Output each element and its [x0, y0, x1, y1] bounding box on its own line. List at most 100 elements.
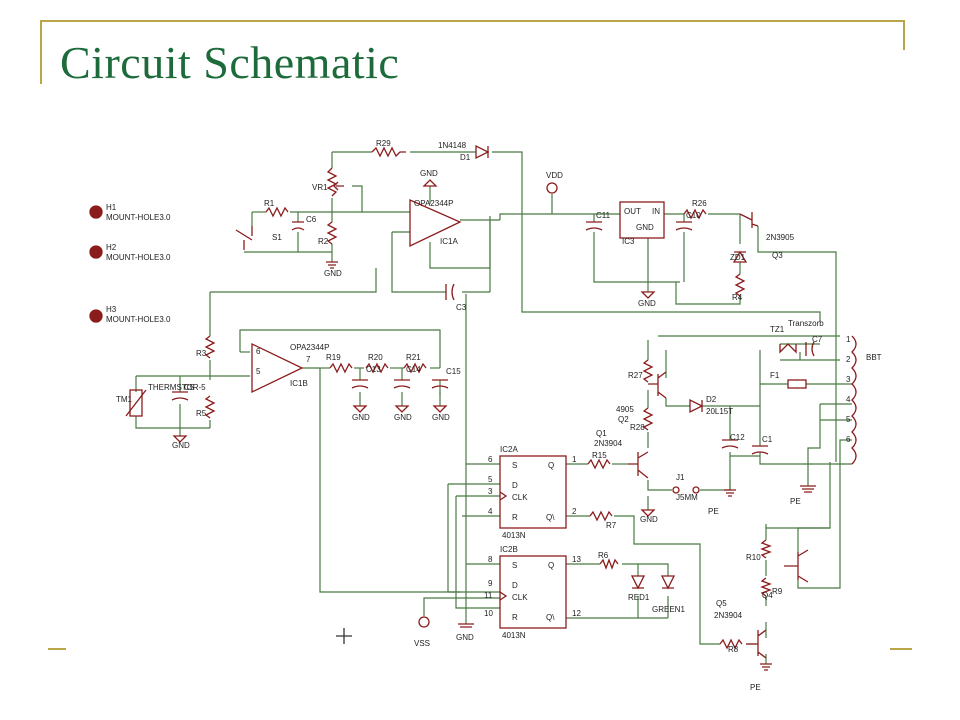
label-r29: R29	[376, 139, 391, 148]
label-q5: Q5	[716, 599, 727, 608]
jumper-j1	[672, 486, 680, 494]
label-r5: R5	[196, 409, 207, 418]
label-h1: H1	[106, 203, 117, 212]
label-h3: H3	[106, 305, 117, 314]
resistor-r9	[760, 577, 772, 597]
label-ic2a-pin1: 1	[572, 455, 577, 464]
label-r19: R19	[326, 353, 341, 362]
label-tz1: TZ1	[770, 325, 785, 334]
label-out: OUT	[624, 207, 641, 216]
label-gnd-5: GND	[352, 413, 370, 422]
label-opa-top: OPA2344P	[414, 199, 453, 208]
label-ic2b-pin13: 13	[572, 555, 581, 564]
labels: H1 MOUNT-HOLE3.0 H2 MOUNT-HOLE3.0 H3 MOU…	[106, 139, 882, 692]
label-c14: C14	[406, 365, 421, 374]
label-ic2b-d: D	[512, 581, 518, 590]
flipflop-ic2b	[499, 555, 567, 629]
label-c12: C12	[730, 433, 745, 442]
transzorb-tz1	[779, 343, 797, 354]
label-q1-value: 2N3904	[594, 439, 623, 448]
label-ic2b-pin8: 8	[488, 555, 493, 564]
label-ic2a: IC2A	[500, 445, 518, 454]
label-ic2a-q: Q	[548, 461, 554, 470]
label-q5-value: 2N3904	[714, 611, 743, 620]
label-c6: C6	[306, 215, 317, 224]
label-ic3: IC3	[622, 237, 635, 246]
label-r4: R4	[732, 293, 743, 302]
label-q2: Q2	[618, 415, 629, 424]
label-r20: R20	[368, 353, 383, 362]
label-tm1: TM1	[116, 395, 133, 404]
wires	[135, 151, 852, 664]
label-thermistor: THERMSTOR-5	[148, 383, 206, 392]
label-j1: J1	[676, 473, 685, 482]
label-c11: C11	[596, 211, 611, 220]
label-ic2a-pin4: 4	[488, 507, 493, 516]
label-c15: C15	[446, 367, 461, 376]
label-pin-6: 6	[256, 347, 261, 356]
label-ic2b-r: R	[512, 613, 518, 622]
transistor-q2	[648, 371, 667, 399]
label-vr1: VR1	[312, 183, 328, 192]
label-c3: C3	[456, 303, 467, 312]
resistor-r1	[265, 206, 289, 218]
label-h2-value: MOUNT-HOLE3.0	[106, 253, 171, 262]
resistor-r15	[587, 458, 611, 470]
capacitor-c7	[805, 341, 815, 357]
resistor-r29	[371, 146, 406, 158]
label-r6: R6	[598, 551, 609, 560]
resistor-r27	[642, 359, 654, 383]
slide-title: Circuit Schematic	[60, 37, 400, 88]
label-ic2a-pin5: 5	[488, 475, 493, 484]
label-transzorb: Transzorb	[788, 319, 824, 328]
resistor-r10	[760, 539, 772, 559]
label-bbt: BBT	[866, 353, 882, 362]
label-q4: Q4	[762, 591, 773, 600]
label-c5: C5	[184, 383, 195, 392]
label-r9: R9	[772, 587, 783, 596]
label-green1: GREEN1	[652, 605, 685, 614]
resistor-r20	[365, 362, 389, 374]
resistor-r7	[589, 510, 613, 522]
thermistor-tm1	[129, 389, 143, 417]
components	[89, 144, 857, 671]
label-c7: C7	[812, 335, 823, 344]
label-gnd-7: GND	[432, 413, 450, 422]
label-bbt-2: 2	[846, 355, 851, 364]
label-pe-1: PE	[708, 507, 719, 516]
label-ic2a-d: D	[512, 481, 518, 490]
label-ic2a-qn: Q\	[546, 513, 555, 522]
label-d1: D1	[460, 153, 471, 162]
label-ic2b-pin12: 12	[572, 609, 581, 618]
label-r10: R10	[746, 553, 761, 562]
label-r2: R2	[318, 237, 329, 246]
label-ic2a-s: S	[512, 461, 517, 470]
label-gnd-8: GND	[456, 633, 474, 642]
diode-d1	[475, 144, 490, 160]
label-ic2b-clk: CLK	[512, 593, 528, 602]
label-gnd-ic3: GND	[636, 223, 654, 232]
label-c13: C13	[366, 365, 381, 374]
label-pin-5: 5	[256, 367, 261, 376]
label-ic2b-s: S	[512, 561, 517, 570]
label-c1: C1	[762, 435, 773, 444]
label-bbt-4: 4	[846, 395, 851, 404]
resistor-r6	[599, 558, 619, 570]
label-ic1a: IC1A	[440, 237, 458, 246]
label-r1: R1	[264, 199, 275, 208]
frame-left-rule	[40, 20, 42, 84]
resistor-r21	[403, 362, 427, 374]
label-h2: H2	[106, 243, 117, 252]
label-s1: S1	[272, 233, 282, 242]
label-gnd-4: GND	[172, 441, 190, 450]
capacitor-c5	[171, 391, 189, 401]
label-pe-3: PE	[750, 683, 761, 692]
transistor-q4	[784, 549, 809, 583]
opamp-ic1a	[409, 199, 462, 248]
frame-right-rule	[903, 20, 905, 50]
label-ic2a-r: R	[512, 513, 518, 522]
resistor-r28	[642, 407, 654, 431]
label-ic2b-pin11: 11	[484, 591, 493, 600]
label-q3-value: 2N3905	[766, 233, 795, 242]
capacitor-c12	[721, 439, 739, 449]
